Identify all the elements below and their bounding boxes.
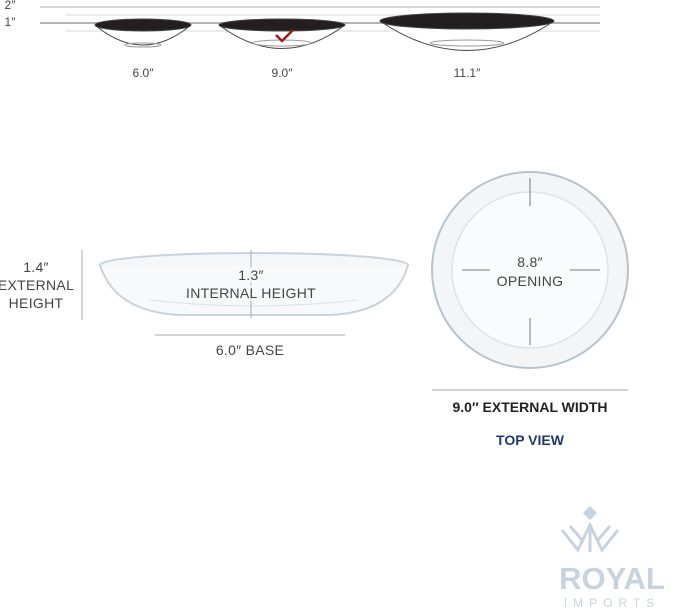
external-height-label-2: HEIGHT <box>8 295 64 311</box>
internal-height-value: 1.3″ <box>238 267 264 283</box>
external-width-label: 9.0″ EXTERNAL WIDTH <box>452 399 608 415</box>
logo-wordmark: ROYAL <box>559 561 665 596</box>
size-option-11in: 11.1″ <box>453 66 481 80</box>
opening-value: 8.8″ <box>517 254 543 270</box>
top-view-plate <box>431 171 629 369</box>
opening-label: OPENING <box>496 273 564 289</box>
bowl-11in-icon <box>379 12 555 51</box>
checkmark-icon <box>275 29 294 43</box>
top-view-title: TOP VIEW <box>496 432 564 448</box>
side-view-bowl <box>99 252 409 316</box>
scale-1in-label: 1″ <box>4 15 16 29</box>
size-option-6in: 6.0″ <box>132 66 154 80</box>
external-height-value: 1.4″ <box>23 259 49 275</box>
internal-height-label: INTERNAL HEIGHT <box>186 285 316 301</box>
royal-imports-logo-icon <box>560 505 620 553</box>
bowl-6in-icon <box>94 18 192 48</box>
external-height-label-1: EXTERNAL <box>0 277 75 293</box>
logo-subtitle: IMPORTS <box>563 596 661 610</box>
scale-2in-label: 2″ <box>4 0 16 12</box>
size-option-9in: 9.0″ <box>271 66 293 80</box>
base-label: 6.0″ BASE <box>215 342 285 358</box>
bowl-9in-icon <box>218 18 346 49</box>
